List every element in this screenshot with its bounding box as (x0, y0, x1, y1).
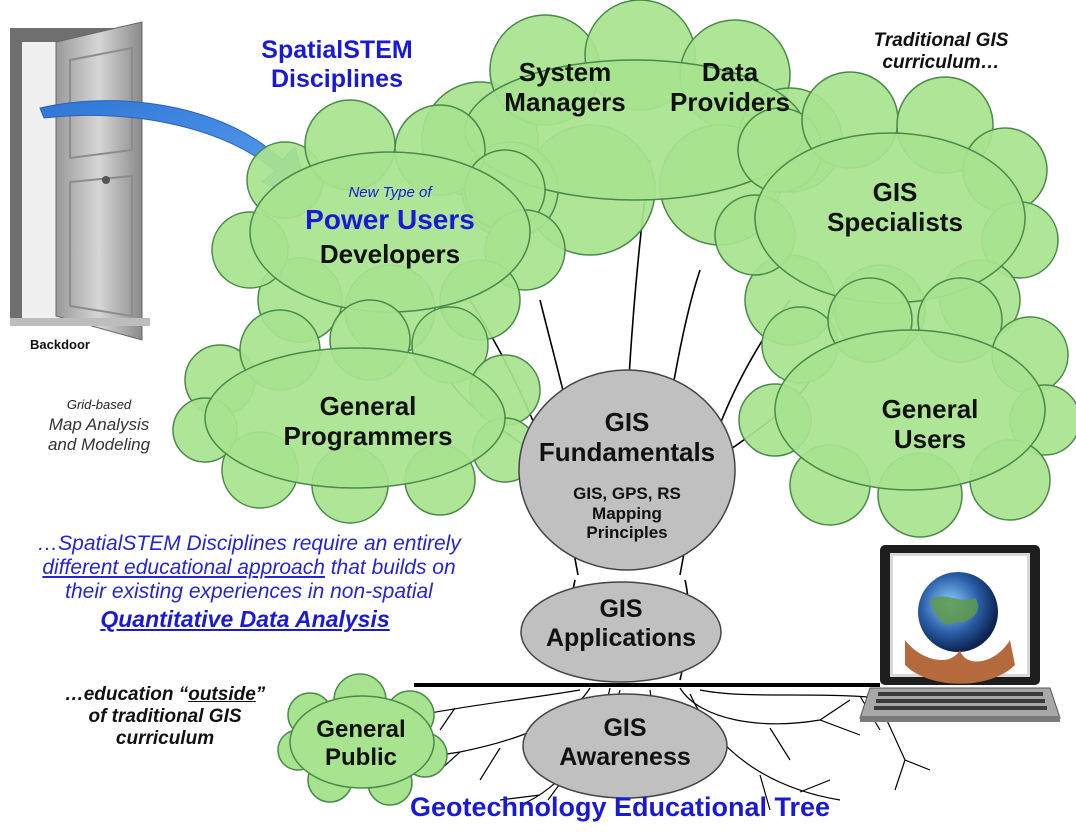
label-backdoor: Backdoor (30, 337, 90, 352)
title-geotechnology-educational-tree: Geotechnology Educational Tree (409, 792, 831, 822)
statement-link[interactable]: different educational approach (42, 556, 325, 580)
label-system-managers: System Managers (504, 57, 626, 117)
label-general-users: General Users (881, 394, 979, 454)
label-new-type-of: New Type of (348, 184, 432, 201)
statement-line-1: …SpatialSTEM Disciplines require an enti… (37, 532, 461, 555)
note-map-analysis-modeling: Map Analysis and Modeling (47, 415, 151, 454)
note-traditional-gis-curriculum: Traditional GIS curriculum… (873, 30, 1009, 73)
cloud-general-public (277, 673, 448, 806)
label-developers: Developers (319, 239, 461, 269)
label-general-public: General Public (316, 716, 406, 771)
note-education-outside: …education “outside” of traditional GIS … (40, 684, 290, 750)
statement-block: …SpatialSTEM Disciplines require an enti… (14, 532, 484, 604)
statement-line-2-tail: that builds on (324, 556, 456, 580)
cloud-power-users (211, 99, 566, 356)
label-gis-fundamentals-sub: GIS, GPS, RS Mapping Principles (573, 484, 681, 543)
quantitative-data-analysis-link[interactable]: Quantitative Data Analysis (100, 606, 390, 632)
cloud-general-users (738, 277, 1076, 538)
ellipse-gis-awareness (522, 693, 728, 799)
label-general-programmers: General Programmers (283, 391, 453, 451)
label-gis-specialists: GIS Specialists (827, 177, 963, 237)
statement-line-2: different educational approach that buil… (14, 556, 484, 580)
backdoor-picture (10, 21, 150, 341)
note-grid-based: Grid-based (66, 397, 132, 412)
statement-line-3: their existing experiences in non-spatia… (65, 580, 433, 604)
cloud-general-programmers (172, 299, 541, 524)
label-gis-fundamentals: GIS Fundamentals (538, 407, 716, 467)
title-spatialstem-disciplines: SpatialSTEM Disciplines (261, 36, 413, 93)
note-education-a: …education “ (64, 684, 189, 705)
label-gis-awareness: GIS Awareness (559, 714, 691, 771)
note-education-outside-word: outside (188, 684, 256, 705)
label-data-providers: Data Providers (670, 57, 790, 117)
label-power-users: Power Users (305, 204, 475, 235)
ellipse-gis-applications (520, 581, 722, 683)
laptop-picture (859, 545, 1061, 722)
ellipse-gis-fundamentals (518, 369, 736, 571)
note-education-c: ” of traditional GIS curriculum (88, 684, 266, 749)
label-gis-applications: GIS Applications (545, 595, 696, 652)
